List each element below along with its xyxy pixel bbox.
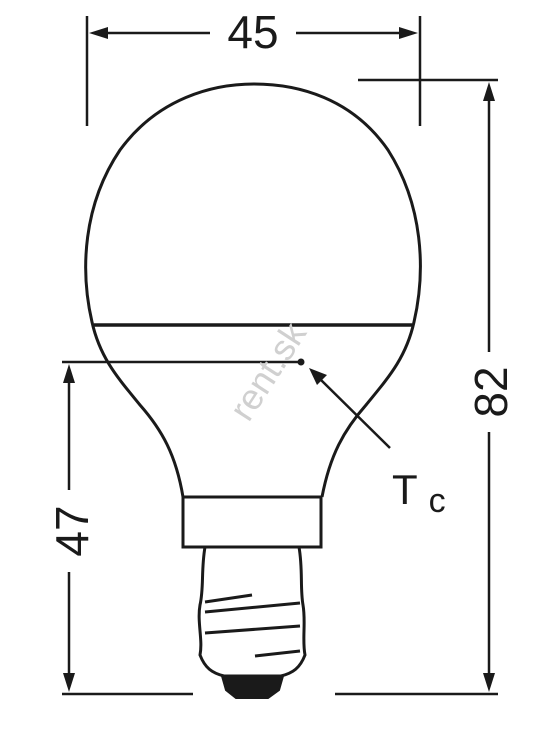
screw-base bbox=[197, 546, 307, 678]
total-height-arrow-top bbox=[483, 82, 495, 101]
tc-height-arrow-top bbox=[63, 364, 75, 383]
tc-height-dimension bbox=[62, 360, 300, 696]
tc-height-arrow-bottom bbox=[63, 673, 75, 692]
tc-point-marker bbox=[297, 358, 305, 366]
width-arrow-right bbox=[399, 27, 418, 39]
width-dimension bbox=[85, 16, 422, 126]
thread-line-2 bbox=[204, 601, 301, 614]
tc-leader-line bbox=[319, 378, 391, 449]
tc-label-subscript: c bbox=[429, 482, 446, 520]
base-collar bbox=[181, 495, 323, 549]
thread-line-4 bbox=[254, 649, 301, 658]
bulb-glass bbox=[84, 82, 422, 498]
watermark-text: rent.sk bbox=[221, 314, 315, 428]
tc-leader-arrow bbox=[309, 368, 327, 385]
total-height-dimension bbox=[335, 78, 498, 696]
tc-label: T c bbox=[392, 466, 446, 520]
tc-height-label: 47 bbox=[46, 505, 98, 556]
width-label: 45 bbox=[227, 6, 278, 58]
contact-tip bbox=[220, 675, 285, 699]
width-arrow-left bbox=[89, 27, 108, 39]
bulb-outline bbox=[84, 82, 422, 498]
thread-line-3 bbox=[204, 624, 301, 635]
total-height-label: 82 bbox=[465, 366, 517, 417]
total-height-arrow-bottom bbox=[483, 673, 495, 692]
tc-label-main: T bbox=[392, 466, 417, 513]
thread-line-1 bbox=[204, 593, 253, 604]
tc-leader bbox=[309, 368, 391, 449]
